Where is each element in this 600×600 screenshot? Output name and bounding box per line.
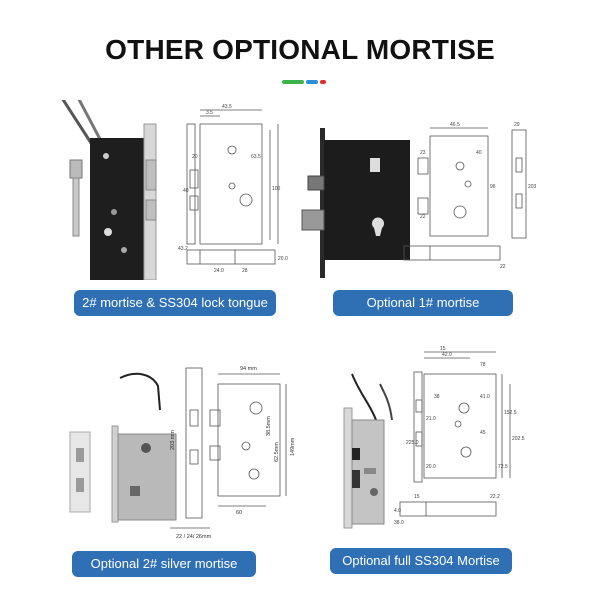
- faceplate: [343, 407, 353, 529]
- mortise-body: [324, 140, 410, 260]
- panel-3-illustration: 94 mm 203 mm 38.5mm 62.5mm 149mm 60 22 /…: [69, 366, 296, 540]
- panel-2-silver-mortise: 94 mm 203 mm 38.5mm 62.5mm 149mm 60 22 /…: [60, 350, 300, 542]
- dim-label: 78: [480, 362, 486, 368]
- dim-label: 38: [434, 394, 440, 400]
- dim-label: 24.0: [214, 268, 224, 274]
- spindle-hole: [141, 443, 151, 453]
- caption-optional-1-mortise: Optional 1# mortise: [333, 290, 513, 316]
- dim-label: 29: [514, 122, 520, 128]
- page-title: OTHER OPTIONAL MORTISE: [105, 34, 495, 65]
- panel-full-ss304-mortise: 15 42.0 78 38 41.0 225.0 21.0 20.0 45 15…: [330, 344, 570, 536]
- dim-label: 42.0: [442, 352, 452, 358]
- dim-label: 60: [236, 510, 242, 516]
- dim-label: 23: [420, 150, 426, 156]
- dim-label: 45: [480, 430, 486, 436]
- dim-label: 21.0: [426, 416, 436, 422]
- faceplate: [111, 425, 119, 523]
- dim-label: 38.5mm: [266, 416, 272, 436]
- dim-label: 20.0: [426, 464, 436, 470]
- technical-drawing: [186, 109, 279, 265]
- dead-bolt: [145, 199, 157, 221]
- panel-1-mortise: 46.5 29 23 40 203 96 22 22: [300, 118, 540, 280]
- dimension-labels: 15 42.0 78 38 41.0 225.0 21.0 20.0 45 15…: [394, 346, 525, 526]
- latch-bolt: [307, 175, 325, 191]
- dim-label: 41.0: [480, 394, 490, 400]
- dim-label: 72.5: [498, 464, 508, 470]
- caption-optional-2-silver-mortise: Optional 2# silver mortise: [72, 551, 256, 577]
- dim-label: 100: [272, 186, 281, 192]
- technical-drawing: [399, 351, 511, 517]
- cylinder-slot: [370, 158, 380, 172]
- dim-label: 62.5mm: [274, 442, 280, 462]
- dim-label: 149mm: [290, 437, 296, 456]
- keyhole-icon: [372, 217, 384, 236]
- title-accent-bar: [282, 80, 326, 84]
- keyhole-icon: [370, 488, 378, 496]
- dim-label: 94 mm: [240, 366, 257, 372]
- wire: [119, 372, 161, 411]
- dim-label: 96: [490, 184, 496, 190]
- technical-drawing: [403, 127, 527, 261]
- dim-label: 3.5: [206, 110, 213, 116]
- dim-label: 203: [528, 184, 537, 190]
- accent-blue: [306, 80, 318, 84]
- dim-label: 40: [183, 188, 189, 194]
- latch-bolt: [145, 159, 157, 191]
- dim-label: 15: [414, 494, 420, 500]
- dim-label: 203 mm: [170, 430, 176, 450]
- dim-label: 4.0: [394, 508, 401, 514]
- dead-bolt: [301, 209, 325, 231]
- dim-label: 20.0: [278, 256, 288, 262]
- strike-plate: [69, 431, 91, 513]
- dim-label: 152.5: [504, 410, 517, 416]
- accent-red: [320, 80, 326, 84]
- dimension-labels: 46.5 29 23 40 203 96 22 22: [420, 122, 537, 270]
- panel-4-illustration: 15 42.0 78 38 41.0 225.0 21.0 20.0 45 15…: [343, 346, 525, 529]
- faceplate: [320, 128, 325, 278]
- dim-label: 22: [500, 264, 506, 270]
- dimension-labels: 94 mm 203 mm 38.5mm 62.5mm 149mm 60 22 /…: [170, 366, 296, 540]
- dim-label: 38.0: [394, 520, 404, 526]
- panel-2-mortise-ss304: 43.5 3.5 20 63.5 40 100 43.2 24.0 28 20.…: [50, 89, 290, 281]
- wire: [351, 373, 377, 421]
- technical-drawing: [170, 367, 287, 529]
- caption-2-mortise-ss304: 2# mortise & SS304 lock tongue: [74, 290, 276, 316]
- dim-label: 28: [242, 268, 248, 274]
- dimension-labels: 43.5 3.5 20 63.5 40 100 43.2 24.0 28 20.…: [178, 104, 288, 274]
- dim-label: 22: [420, 214, 426, 220]
- accent-green: [282, 80, 304, 84]
- dim-label: 15: [440, 346, 446, 352]
- dim-label: 43.5: [222, 104, 232, 110]
- dim-label: 22 / 24/ 26mm: [176, 534, 212, 540]
- dim-label: 63.5: [251, 154, 261, 160]
- dim-label: 22.2: [490, 494, 500, 500]
- key-blade-icon: [72, 177, 80, 237]
- dim-label: 202.5: [512, 436, 525, 442]
- mortise-body: [90, 138, 146, 280]
- dim-label: 225.0: [406, 440, 419, 446]
- key-head-icon: [69, 159, 83, 179]
- panel-2-illustration: 46.5 29 23 40 203 96 22 22: [301, 122, 537, 278]
- caption-optional-full-ss304-mortise: Optional full SS304 Mortise: [330, 548, 512, 574]
- panel-1-illustration: 43.5 3.5 20 63.5 40 100 43.2 24.0 28 20.…: [60, 89, 288, 281]
- dim-label: 40: [476, 150, 482, 156]
- dim-label: 20: [192, 154, 198, 160]
- dim-label: 46.5: [450, 122, 460, 128]
- dim-label: 43.2: [178, 246, 188, 252]
